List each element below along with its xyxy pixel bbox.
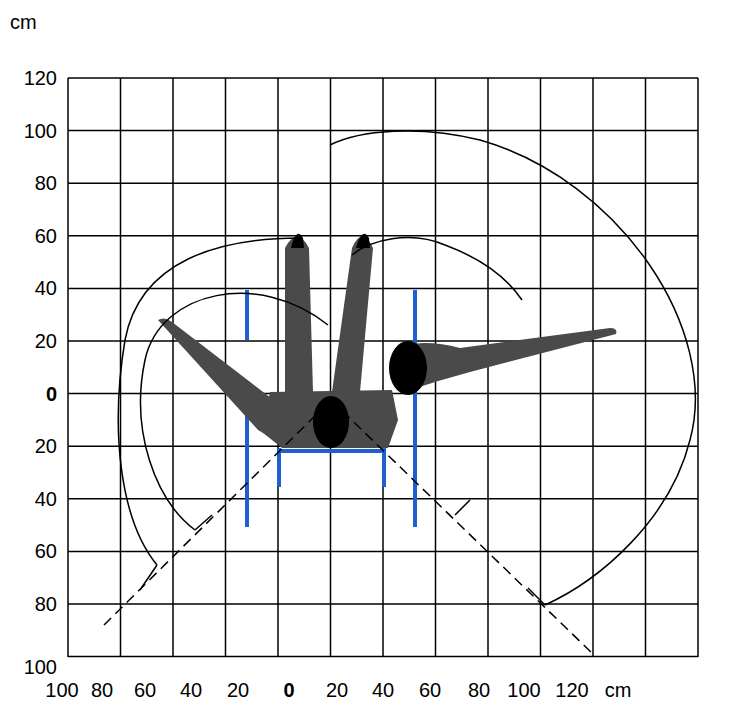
axis-tick-label: 100	[24, 121, 57, 141]
axis-tick-label: 20	[35, 436, 57, 456]
axis-tick-label: 20	[326, 680, 348, 700]
grid-line	[68, 235, 698, 237]
grid-line	[68, 288, 698, 290]
axis-tick-label: 60	[35, 541, 57, 561]
axis-tick-label: 20	[35, 331, 57, 351]
grid-line	[67, 78, 69, 657]
grid-line	[487, 78, 489, 657]
axis-tick-label: 60	[419, 680, 441, 700]
axis-tick-label: 40	[35, 489, 57, 509]
axis-tick-label: 120	[24, 68, 57, 88]
grid-line	[68, 77, 698, 79]
grid-line	[68, 656, 698, 658]
grid-line	[68, 498, 698, 500]
axis-tick-label: 40	[35, 278, 57, 298]
axis-tick-label: 40	[372, 680, 394, 700]
grid-line	[68, 603, 698, 605]
axis-tick-label: 100	[24, 657, 57, 677]
axis-tick-label: 120	[555, 680, 588, 700]
grid-line	[172, 78, 174, 657]
reach-angle-lines	[104, 400, 594, 655]
grid-line	[68, 340, 698, 342]
grid	[68, 78, 698, 657]
grid-line	[592, 78, 594, 657]
grid-line	[697, 78, 699, 657]
grid-line	[645, 78, 647, 657]
axis-tick-label: 100	[45, 680, 78, 700]
axis-tick-label: 80	[35, 173, 57, 193]
unit-label: cm	[10, 12, 37, 32]
arc-end-ticks	[140, 500, 545, 605]
grid-line	[382, 78, 384, 657]
axis-tick-label: 40	[180, 680, 202, 700]
grid-line	[68, 182, 698, 184]
axis-tick-label: 80	[468, 680, 490, 700]
grid-line	[68, 130, 698, 132]
person-head	[291, 234, 427, 448]
axis-tick-label: 60	[134, 680, 156, 700]
reach-arcs	[118, 131, 695, 605]
axis-tick-label: 100	[507, 680, 540, 700]
grid-line	[277, 78, 279, 657]
person-figure	[158, 237, 616, 449]
axis-tick-label: 80	[35, 594, 57, 614]
axis-tick-label: 0	[46, 384, 57, 404]
axis-tick-label: 0	[283, 680, 294, 700]
grid-line	[330, 78, 332, 657]
grid-line	[68, 551, 698, 553]
axis-tick-label: 60	[35, 226, 57, 246]
axis-tick-label: 80	[91, 680, 113, 700]
axis-tick-label: 20	[227, 680, 249, 700]
unit-label: cm	[605, 680, 632, 700]
